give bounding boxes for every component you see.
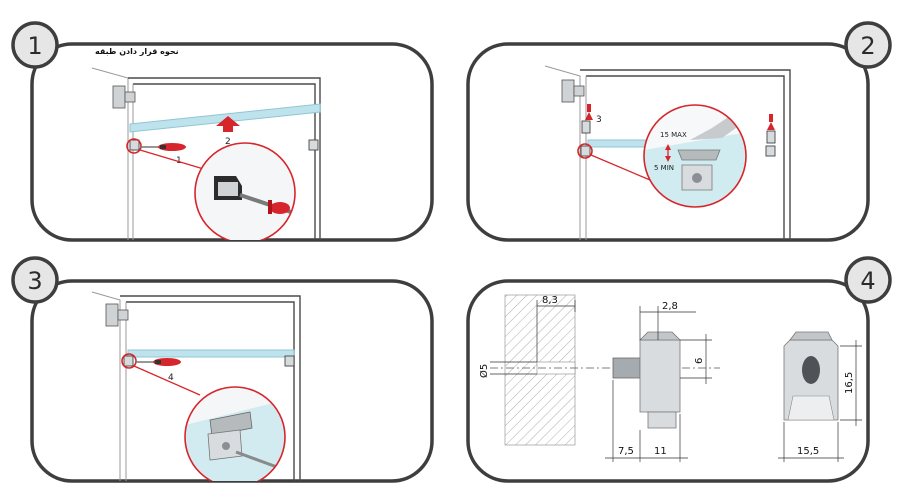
screwdriver-icon [135, 358, 181, 366]
panel-1: 1 2 نحوه قرار دادن [30, 42, 434, 242]
badge-2: 2 [844, 21, 892, 69]
glass-shelf [129, 103, 321, 133]
panel-4: 8,3 Ø5 2,8 6 7,5 11 [466, 279, 870, 483]
badge-3-number: 3 [27, 267, 42, 295]
magnifier-detail-2: 15 MAX 5 MIN [643, 104, 747, 208]
dim-height: 6 [694, 358, 705, 364]
badge-4-number: 4 [860, 267, 875, 295]
dim-pin-length: 7,5 [618, 446, 634, 457]
dim-pin-diameter: Ø5 [478, 364, 490, 378]
badge-3: 3 [11, 256, 59, 304]
shelf-support-icon [129, 139, 319, 151]
step-label-4: 4 [168, 373, 174, 383]
caption-text: نحوه قرار دادن طبقه [95, 47, 179, 56]
dim-body-depth: 11 [654, 446, 667, 457]
panel-2: 3 15 MAX 5 MIN [466, 42, 870, 242]
badge-2-number: 2 [860, 32, 875, 60]
dim-front-height: 16,5 [844, 372, 855, 394]
shelf-support-icon [580, 145, 776, 157]
badge-4: 4 [844, 256, 892, 304]
magnifier-detail-1 [194, 142, 296, 240]
shelf-support-icon [123, 355, 295, 367]
dim-top-thickness: 2,8 [662, 301, 678, 312]
technical-side-view: 8,3 Ø5 2,8 6 7,5 11 [478, 294, 720, 462]
step-label-3: 3 [596, 115, 602, 125]
max-label: 15 MAX [660, 131, 687, 139]
step-label-2: 2 [225, 137, 231, 147]
hinge-icon [561, 79, 585, 103]
min-label: 5 MIN [654, 164, 674, 172]
arrow-up-icon [216, 116, 240, 132]
magnifier-detail-3 [184, 386, 286, 481]
badge-1: 1 [11, 21, 59, 69]
magnifier-ring-icon [126, 138, 142, 154]
screwdriver-icon [140, 143, 186, 151]
badge-1-number: 1 [27, 32, 42, 60]
dim-wall-depth: 8,3 [542, 295, 558, 306]
hinge-icon [105, 303, 129, 327]
hinge-icon [112, 85, 136, 109]
glass-shelf [127, 349, 295, 358]
dim-front-width: 15,5 [797, 446, 819, 457]
technical-front-view: 16,5 15,5 [778, 331, 862, 462]
arrow-down-icon [585, 104, 775, 130]
panel-3: 4 [30, 279, 434, 483]
